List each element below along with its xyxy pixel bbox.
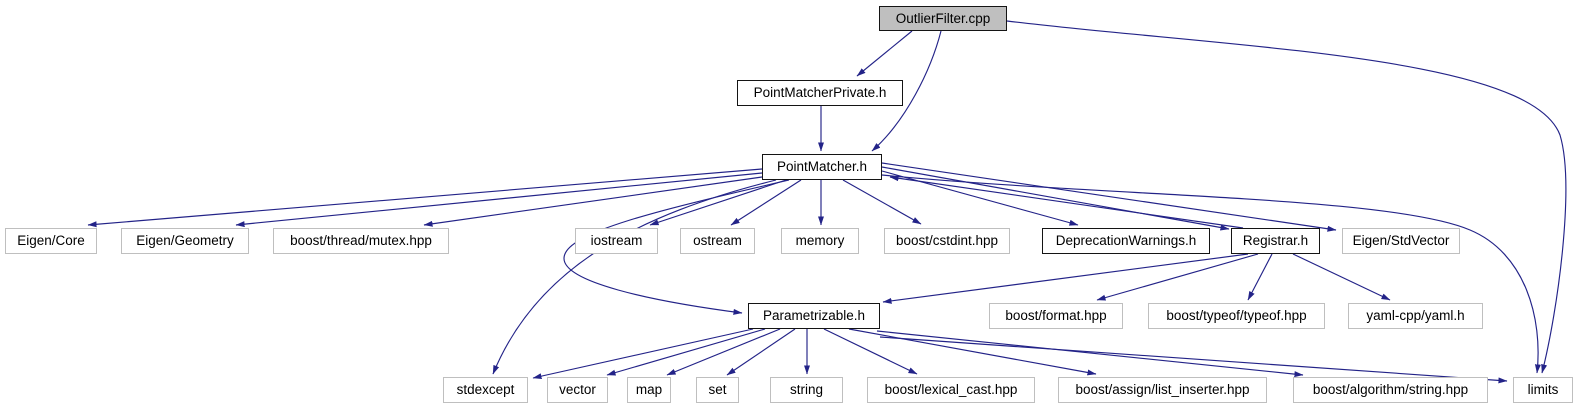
edge-parametrizable-h-to-boost-algorithm-string-hpp [876,330,1304,378]
node-ostream: ostream [680,228,755,254]
node-eigen-stdvector: Eigen/StdVector [1342,228,1460,254]
node-set: set [696,377,739,403]
node-iostream: iostream [575,228,658,254]
node-boost-thread-mutex-hpp: boost/thread/mutex.hpp [273,228,449,254]
edge-registrar-h-to-boost-format-hpp [1096,253,1259,301]
node-eigen-geometry: Eigen/Geometry [121,228,249,254]
node-map: map [627,377,671,403]
node-stdexcept: stdexcept [443,377,528,403]
node-limits: limits [1513,377,1573,403]
edge-outlierfilter-cpp-to-pointmatcherprivate-h [856,30,913,77]
edge-parametrizable-h-to-stdexcept [532,328,754,380]
edge-parametrizable-h-to-boost-assign-list-inserter-hpp [848,328,1097,376]
node-vector: vector [547,377,608,403]
edge-pointmatcher-h-to-boost-thread-mutex-hpp [423,176,763,227]
edge-outlierfilter-cpp-to-pointmatcher-h [871,30,942,152]
node-boost-cstdint-hpp: boost/cstdint.hpp [884,228,1010,254]
node-pointmatcherprivate-h[interactable]: PointMatcherPrivate.h [737,80,903,106]
edge-outlierfilter-cpp-to-limits [1006,20,1567,374]
node-eigen-core: Eigen/Core [5,228,97,254]
node-string: string [770,377,843,403]
node-boost-lexical-cast-hpp: boost/lexical_cast.hpp [867,377,1035,403]
edges-group [87,20,1567,384]
edge-registrar-h-to-boost-typeof-typeof-hpp [1247,253,1273,301]
edge-pointmatcher-h-to-eigen-stdvector [881,162,1337,232]
node-yaml-cpp-yaml-h: yaml-cpp/yaml.h [1348,303,1483,329]
edge-pointmatcher-h-to-boost-cstdint-hpp [842,179,922,225]
edge-pointmatcher-h-to-deprecationwarnings-h [881,170,1079,226]
node-boost-assign-list-inserter-hpp: boost/assign/list_inserter.hpp [1058,377,1267,403]
edge-pointmatcher-h-to-iostream [649,179,787,226]
node-outlierfilter-cpp: OutlierFilter.cpp [879,6,1007,31]
node-boost-format-hpp: boost/format.hpp [989,303,1123,329]
edge-registrar-h-to-yaml-cpp-yaml-h [1292,253,1391,301]
edge-parametrizable-h-to-limits [879,336,1508,384]
node-pointmatcher-h[interactable]: PointMatcher.h [762,154,882,180]
node-parametrizable-h[interactable]: Parametrizable.h [748,303,880,329]
edge-pointmatcher-h-to-registrar-h [881,166,1230,231]
edge-pointmatcher-h-to-parametrizable-h [563,179,790,315]
edge-pointmatcher-h-to-eigen-core [87,168,763,228]
edge-parametrizable-h-to-boost-lexical-cast-hpp [823,328,918,375]
node-registrar-h[interactable]: Registrar.h [1231,228,1320,254]
edge-pointmatcher-h-to-eigen-geometry [235,172,763,228]
node-boost-typeof-typeof-hpp: boost/typeof/typeof.hpp [1148,303,1325,329]
edge-parametrizable-h-to-set [726,328,796,376]
edge-registrar-h-to-pointmatcher-h [889,175,1244,229]
edge-pointmatcher-h-to-limits [881,174,1541,374]
node-boost-algorithm-string-hpp: boost/algorithm/string.hpp [1293,377,1488,403]
edge-parametrizable-h-to-map [666,328,781,376]
node-memory: memory [781,228,859,254]
edge-pointmatcher-h-to-ostream [730,179,802,226]
node-deprecationwarnings-h[interactable]: DeprecationWarnings.h [1042,228,1210,254]
edge-parametrizable-h-to-vector [606,328,766,376]
edge-registrar-h-to-parametrizable-h [882,253,1249,304]
